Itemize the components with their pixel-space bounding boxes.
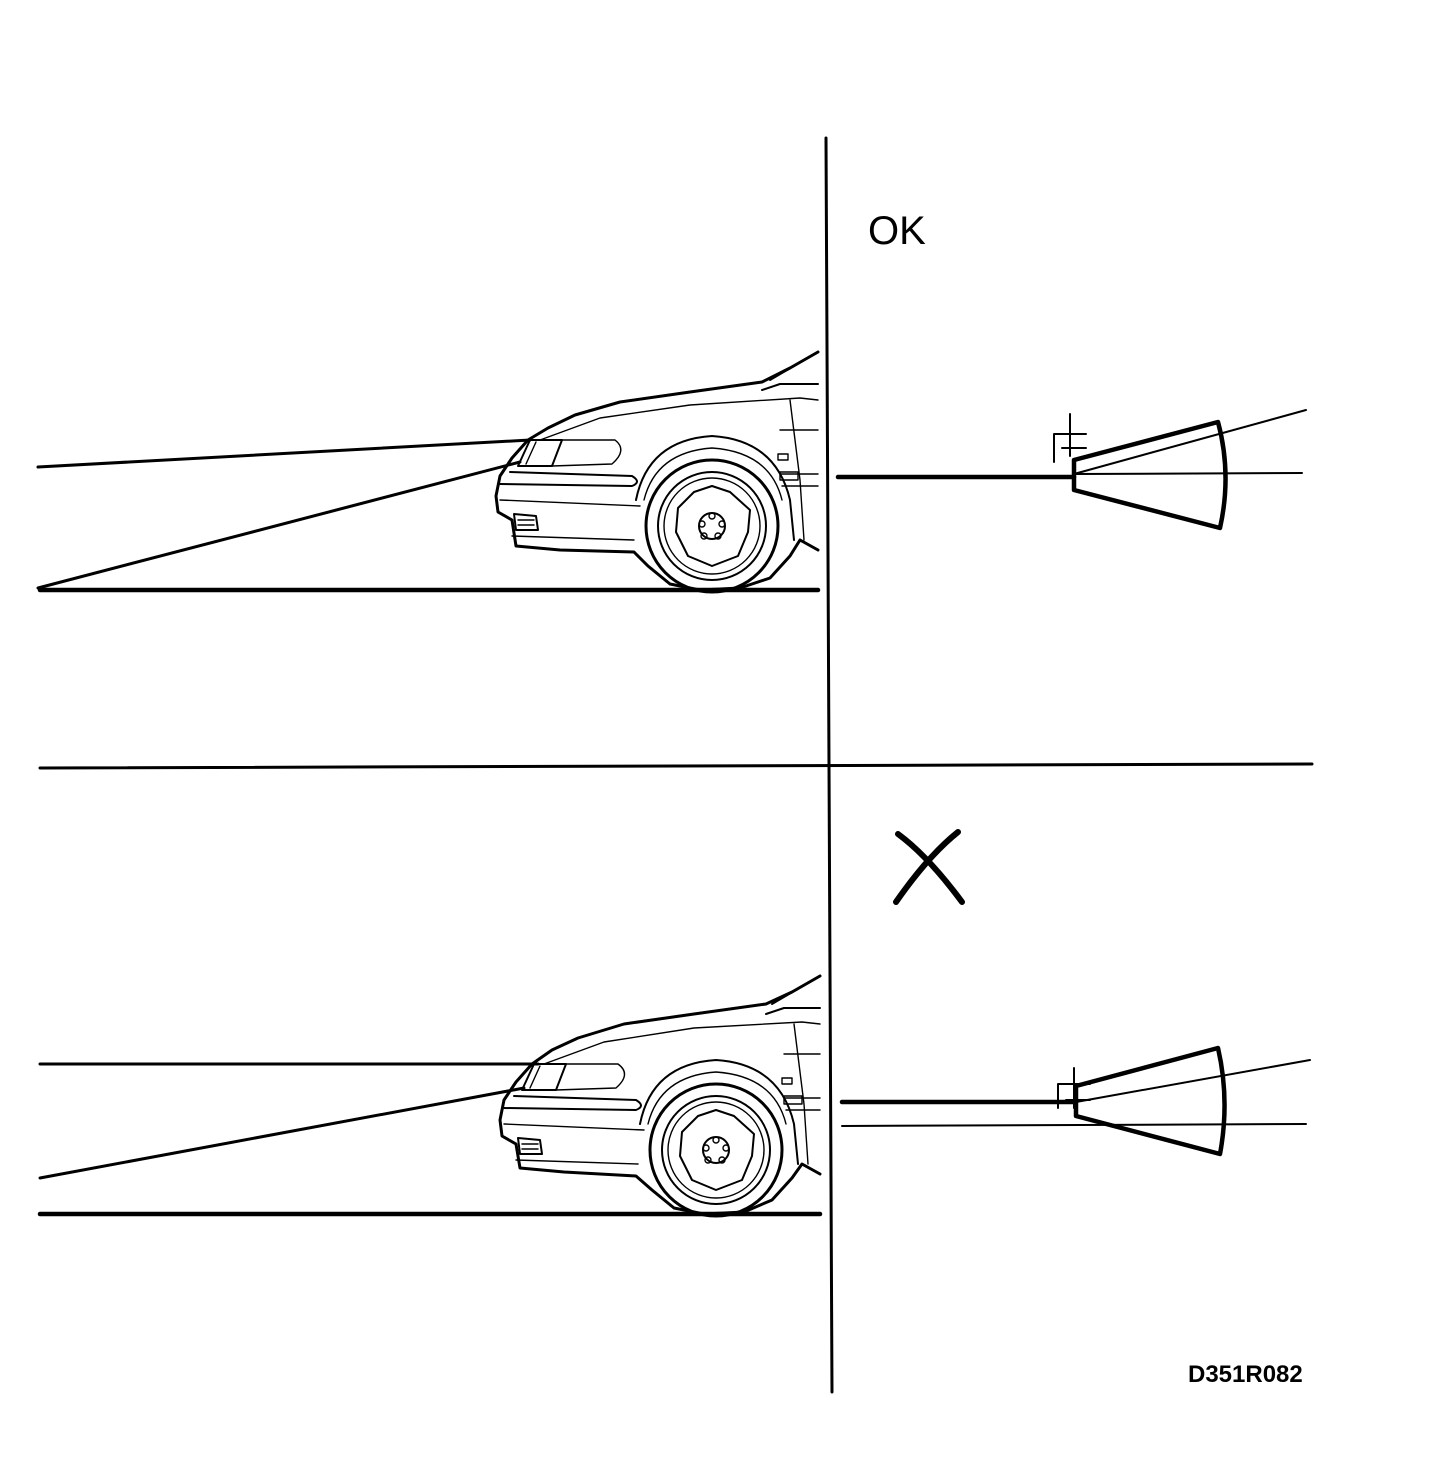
beam-upper-line-top: [36, 438, 532, 469]
correct-panel: OK: [36, 209, 1307, 594]
incorrect-panel: [37, 829, 1311, 1218]
car-front-bottom: [498, 974, 822, 1218]
cross-mark-icon: [893, 829, 965, 905]
beam-lower-line-top: [36, 460, 522, 590]
beam-lower-line-bottom: [38, 1086, 526, 1180]
lamp-beam-schematic-bottom: [839, 1045, 1311, 1157]
drawing-code: D351R082: [1188, 1361, 1303, 1388]
car-front-top: [494, 350, 820, 594]
lamp-beam-schematic-top: [835, 409, 1307, 531]
ok-label: OK: [868, 209, 926, 253]
horizontal-divider: [38, 762, 1314, 770]
